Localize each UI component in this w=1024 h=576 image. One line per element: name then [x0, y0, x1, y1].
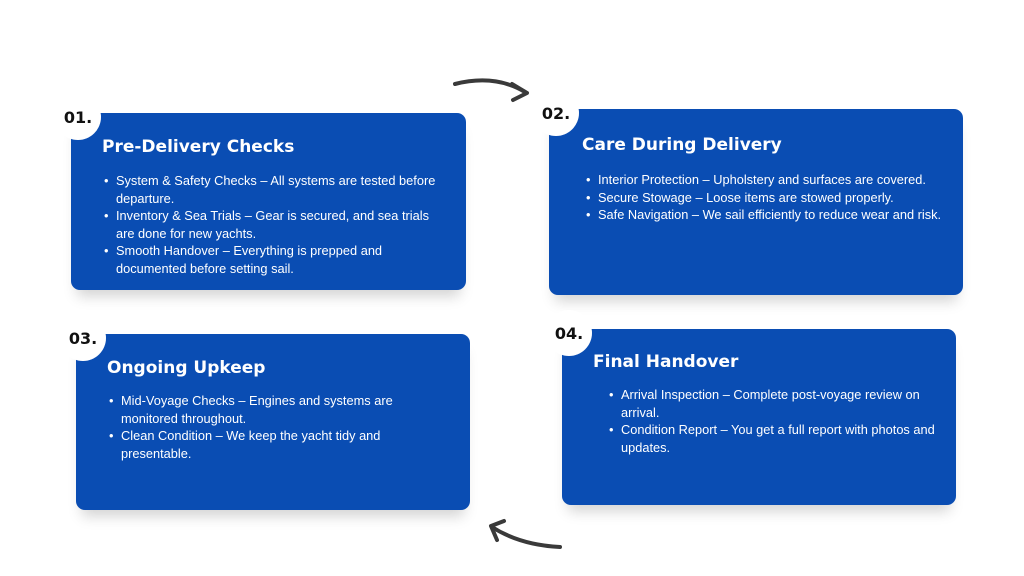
- step-items: Mid-Voyage Checks – Engines and systems …: [107, 392, 441, 462]
- list-item: Arrival Inspection – Complete post-voyag…: [609, 386, 961, 421]
- list-item: Smooth Handover – Everything is prepped …: [104, 242, 436, 277]
- step-card-3: Ongoing Upkeep Mid-Voyage Checks – Engin…: [76, 334, 470, 510]
- step-title: Pre-Delivery Checks: [102, 137, 295, 157]
- list-item: System & Safety Checks – All systems are…: [104, 172, 436, 207]
- step-items: System & Safety Checks – All systems are…: [102, 172, 436, 277]
- step-card-4: Final Handover Arrival Inspection – Comp…: [562, 329, 956, 505]
- arrow-right-icon: [453, 78, 529, 102]
- step-title: Care During Delivery: [582, 135, 782, 155]
- arrow-left-icon: [489, 519, 562, 549]
- step-number-2: 02.: [533, 90, 579, 136]
- list-item: Condition Report – You get a full report…: [609, 421, 961, 456]
- list-item: Safe Navigation – We sail efficiently to…: [586, 206, 943, 224]
- list-item: Clean Condition – We keep the yacht tidy…: [109, 427, 441, 462]
- step-items: Interior Protection – Upholstery and sur…: [584, 171, 943, 224]
- step-card-2: Care During Delivery Interior Protection…: [549, 109, 963, 295]
- list-item: Interior Protection – Upholstery and sur…: [586, 171, 943, 189]
- list-item: Secure Stowage – Loose items are stowed …: [586, 189, 943, 207]
- step-number-3: 03.: [60, 315, 106, 361]
- step-title: Final Handover: [593, 352, 739, 372]
- step-number-4: 04.: [546, 310, 592, 356]
- step-number-1: 01.: [55, 94, 101, 140]
- step-card-1: Pre-Delivery Checks System & Safety Chec…: [71, 113, 466, 290]
- step-items: Arrival Inspection – Complete post-voyag…: [607, 386, 961, 456]
- step-title: Ongoing Upkeep: [107, 358, 266, 378]
- list-item: Inventory & Sea Trials – Gear is secured…: [104, 207, 436, 242]
- list-item: Mid-Voyage Checks – Engines and systems …: [109, 392, 441, 427]
